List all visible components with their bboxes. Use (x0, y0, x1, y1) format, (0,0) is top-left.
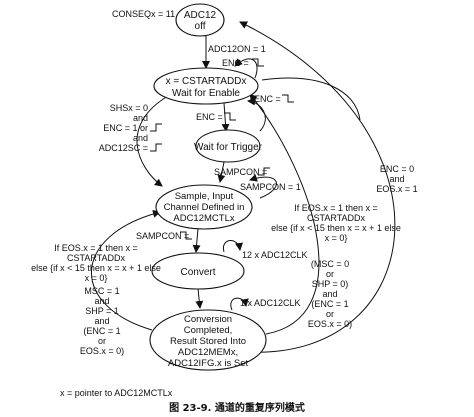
label-msc-right: (MSC = 0 or SHP = 0) and (ENC = 1 or EOS… (308, 259, 352, 329)
label-12-clk: 12 x ADC12CLK (242, 250, 308, 260)
node-line: x = CSTARTADDx (166, 76, 247, 87)
label-line: EOS.x = 0) (308, 319, 352, 329)
label-line: and (94, 296, 109, 306)
node-line: Convert (180, 267, 215, 278)
label-line: If EOS.x = 1 then x = (54, 243, 138, 253)
arrow-complete-self-loop (230, 297, 249, 311)
node-line: Wait for Trigger (194, 142, 263, 153)
state-sample: Sample, Input Channel Defined in ADC12MC… (155, 184, 253, 230)
arrow-enable-to-sample (136, 95, 169, 187)
label-line: else {if x < 15 then x = x + 1 else (271, 223, 401, 233)
label-sampcon-b: SAMPCON = 1 (240, 182, 301, 192)
label-line: SHP = 0) (312, 279, 349, 289)
arrow-complete-to-wait-far (261, 77, 361, 121)
arrow-sample-self-loop (249, 173, 277, 199)
label-line: EOS.x = 1 (376, 184, 417, 194)
label-shs: SHSx = 0 and ENC = 1 or and ADC12SC = (99, 103, 162, 153)
arrow-convert-self-loop (222, 240, 243, 253)
label-enc-mid: ENC = (196, 112, 236, 122)
falling-edge-icon (282, 94, 294, 103)
label-pointer: x = pointer to ADC12MCTLx (60, 388, 173, 398)
arrow-complete-to-enable-right (249, 93, 320, 335)
figure-caption: 图 23-9. 通道的重复序列模式 (169, 401, 305, 414)
node-line: Sample, Input (175, 191, 234, 202)
arrow-complete-to-sample (91, 209, 161, 331)
svg-text:SAMPCON =: SAMPCON = (214, 167, 267, 177)
node-line: ADC12MCTLx (173, 213, 234, 224)
arrow-convert-to-complete (195, 288, 204, 309)
node-line: Conversion (184, 314, 232, 325)
svg-text:ENC =: ENC = (254, 94, 281, 104)
label-line: and (322, 289, 337, 299)
label-line: If EOS.x = 1 then x = (294, 203, 378, 213)
arrow-enable-to-trigger (221, 102, 230, 132)
node-line: Channel Defined in (164, 202, 245, 213)
label-line: x = 0} (325, 233, 348, 243)
label-enc-far: ENC = 0 and EOS.x = 1 (376, 164, 417, 194)
label-line: MSC = 1 (84, 286, 119, 296)
arrow-enable-self-loop (234, 58, 258, 79)
svg-text:ENC =: ENC = (222, 58, 249, 68)
rising-edge-icon (150, 143, 162, 152)
label-line: or (326, 269, 334, 279)
arrow-trigger-to-sample (217, 161, 226, 183)
label-line: EOS.x = 0) (80, 346, 124, 356)
label-adc12on: ADC12ON = 1 (208, 44, 266, 54)
label-sampcon-a: SAMPCON = (214, 167, 270, 177)
label-enc-top: ENC = (222, 58, 264, 68)
label-line: ADC12SC = (99, 143, 148, 153)
node-line: off (195, 21, 206, 32)
label-line: and (133, 133, 148, 143)
node-line: ADC12 (184, 10, 217, 21)
falling-edge-icon (252, 58, 264, 67)
svg-text:SAMPCON =: SAMPCON = (136, 231, 189, 241)
state-adc12-off: ADC12 off (175, 3, 225, 37)
label-enc-right: ENC = (254, 94, 294, 104)
arrow-sample-to-convert (192, 227, 201, 253)
label-1-clk: 1 x ADC12CLK (240, 298, 301, 308)
label-line: (MSC = 0 (311, 259, 349, 269)
label-eos-right: If EOS.x = 1 then x = CSTARTADDx else {i… (271, 203, 401, 243)
label-line: CSTARTADDx (67, 253, 126, 263)
state-convert: Convert (151, 252, 245, 290)
label-line: or (326, 309, 334, 319)
label-line: and (94, 316, 109, 326)
label-msc-left: MSC = 1 and SHP = 1 and (ENC = 1 or EOS.… (80, 286, 124, 356)
label-line: else {if x < 15 then x = x + 1 else (31, 263, 161, 273)
node-line: Completed, (184, 325, 233, 336)
label-line: and (133, 113, 148, 123)
label-line: or (98, 336, 106, 346)
state-wait-for-trigger: Wait for Trigger (194, 129, 263, 163)
label-line: ENC = 0 (380, 164, 414, 174)
label-eos-left: If EOS.x = 1 then x = CSTARTADDx else {i… (31, 243, 161, 283)
label-line: and (389, 174, 404, 184)
label-line: CSTARTADDx (307, 213, 366, 223)
falling-edge-icon (224, 112, 236, 121)
label-line: x = 0} (85, 273, 108, 283)
label-line: ENC = 1 or (103, 123, 148, 133)
state-conversion-completed: Conversion Completed, Result Stored Into… (149, 309, 267, 371)
node-line: Wait for Enable (172, 88, 240, 99)
rising-edge-icon (150, 123, 162, 132)
arrow-complete-to-off-far (239, 21, 396, 353)
falling-edge-icon (180, 231, 192, 240)
node-line: ADC12IFG.x is Set (168, 358, 249, 369)
label-sampcon-c: SAMPCON = (136, 231, 192, 241)
state-wait-for-enable: x = CSTARTADDx Wait for Enable (153, 67, 259, 105)
label-line: (ENC = 1 (83, 326, 120, 336)
label-line: SHP = 1 (85, 306, 119, 316)
label-line: SHSx = 0 (110, 103, 148, 113)
rising-edge-icon (258, 167, 270, 176)
node-line: ADC12MEMx, (178, 347, 238, 358)
label-conseq: CONSEQx = 11 (112, 9, 175, 19)
svg-text:ENC =: ENC = (196, 112, 223, 122)
node-line: Result Stored Into (170, 336, 246, 347)
label-line: (ENC = 1 (311, 299, 348, 309)
arrow-trigger-to-enable (247, 97, 266, 132)
